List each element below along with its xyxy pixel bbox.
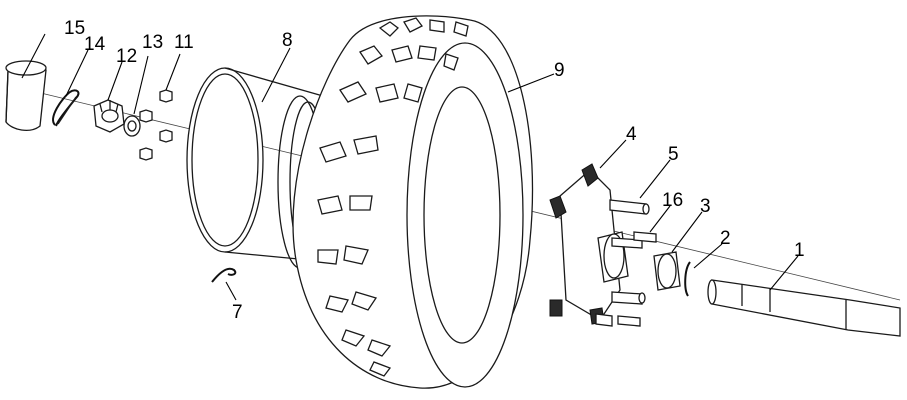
callout-14: 14 xyxy=(84,34,106,55)
axle-part xyxy=(707,279,901,337)
stud-pins-part xyxy=(617,231,657,327)
leader-7 xyxy=(225,281,237,301)
leader-14 xyxy=(65,49,89,97)
leader-15 xyxy=(21,33,46,79)
lug-nuts-part xyxy=(139,89,173,161)
leader-1 xyxy=(769,255,799,291)
callout-4: 4 xyxy=(626,124,637,145)
callout-7: 7 xyxy=(232,302,243,323)
leader-16 xyxy=(649,205,671,233)
callout-labels: 15 14 12 13 11 8 9 4 5 16 3 2 1 7 xyxy=(64,18,805,323)
callout-11: 11 xyxy=(174,32,194,53)
callout-2: 2 xyxy=(720,228,731,249)
cotter-pin-part xyxy=(52,89,80,127)
tire-part xyxy=(292,15,534,389)
callout-1: 1 xyxy=(794,240,805,261)
leader-11 xyxy=(165,53,181,91)
clip-part xyxy=(684,261,691,297)
leader-13 xyxy=(133,55,149,115)
callout-8: 8 xyxy=(282,30,293,51)
valve-stem-part xyxy=(211,267,237,283)
castle-nut-part xyxy=(93,99,125,133)
leader-8 xyxy=(261,47,291,103)
leader-9 xyxy=(507,73,555,93)
studs-part xyxy=(595,199,650,327)
hub-part xyxy=(549,163,629,325)
callout-13: 13 xyxy=(142,32,163,53)
callout-16: 16 xyxy=(662,190,683,211)
callout-9: 9 xyxy=(554,60,565,81)
spacer-part xyxy=(653,251,681,291)
callout-12: 12 xyxy=(116,46,137,67)
leader-5 xyxy=(639,159,671,199)
leader-12 xyxy=(107,61,123,101)
callout-5: 5 xyxy=(668,144,679,165)
washer-part xyxy=(123,115,141,137)
callout-15: 15 xyxy=(64,18,85,39)
leader-lines xyxy=(21,33,799,301)
leader-4 xyxy=(599,139,627,169)
leader-3 xyxy=(671,211,703,253)
leader-2 xyxy=(693,243,723,269)
hub-cap-part xyxy=(5,60,47,132)
callout-3: 3 xyxy=(700,196,711,217)
